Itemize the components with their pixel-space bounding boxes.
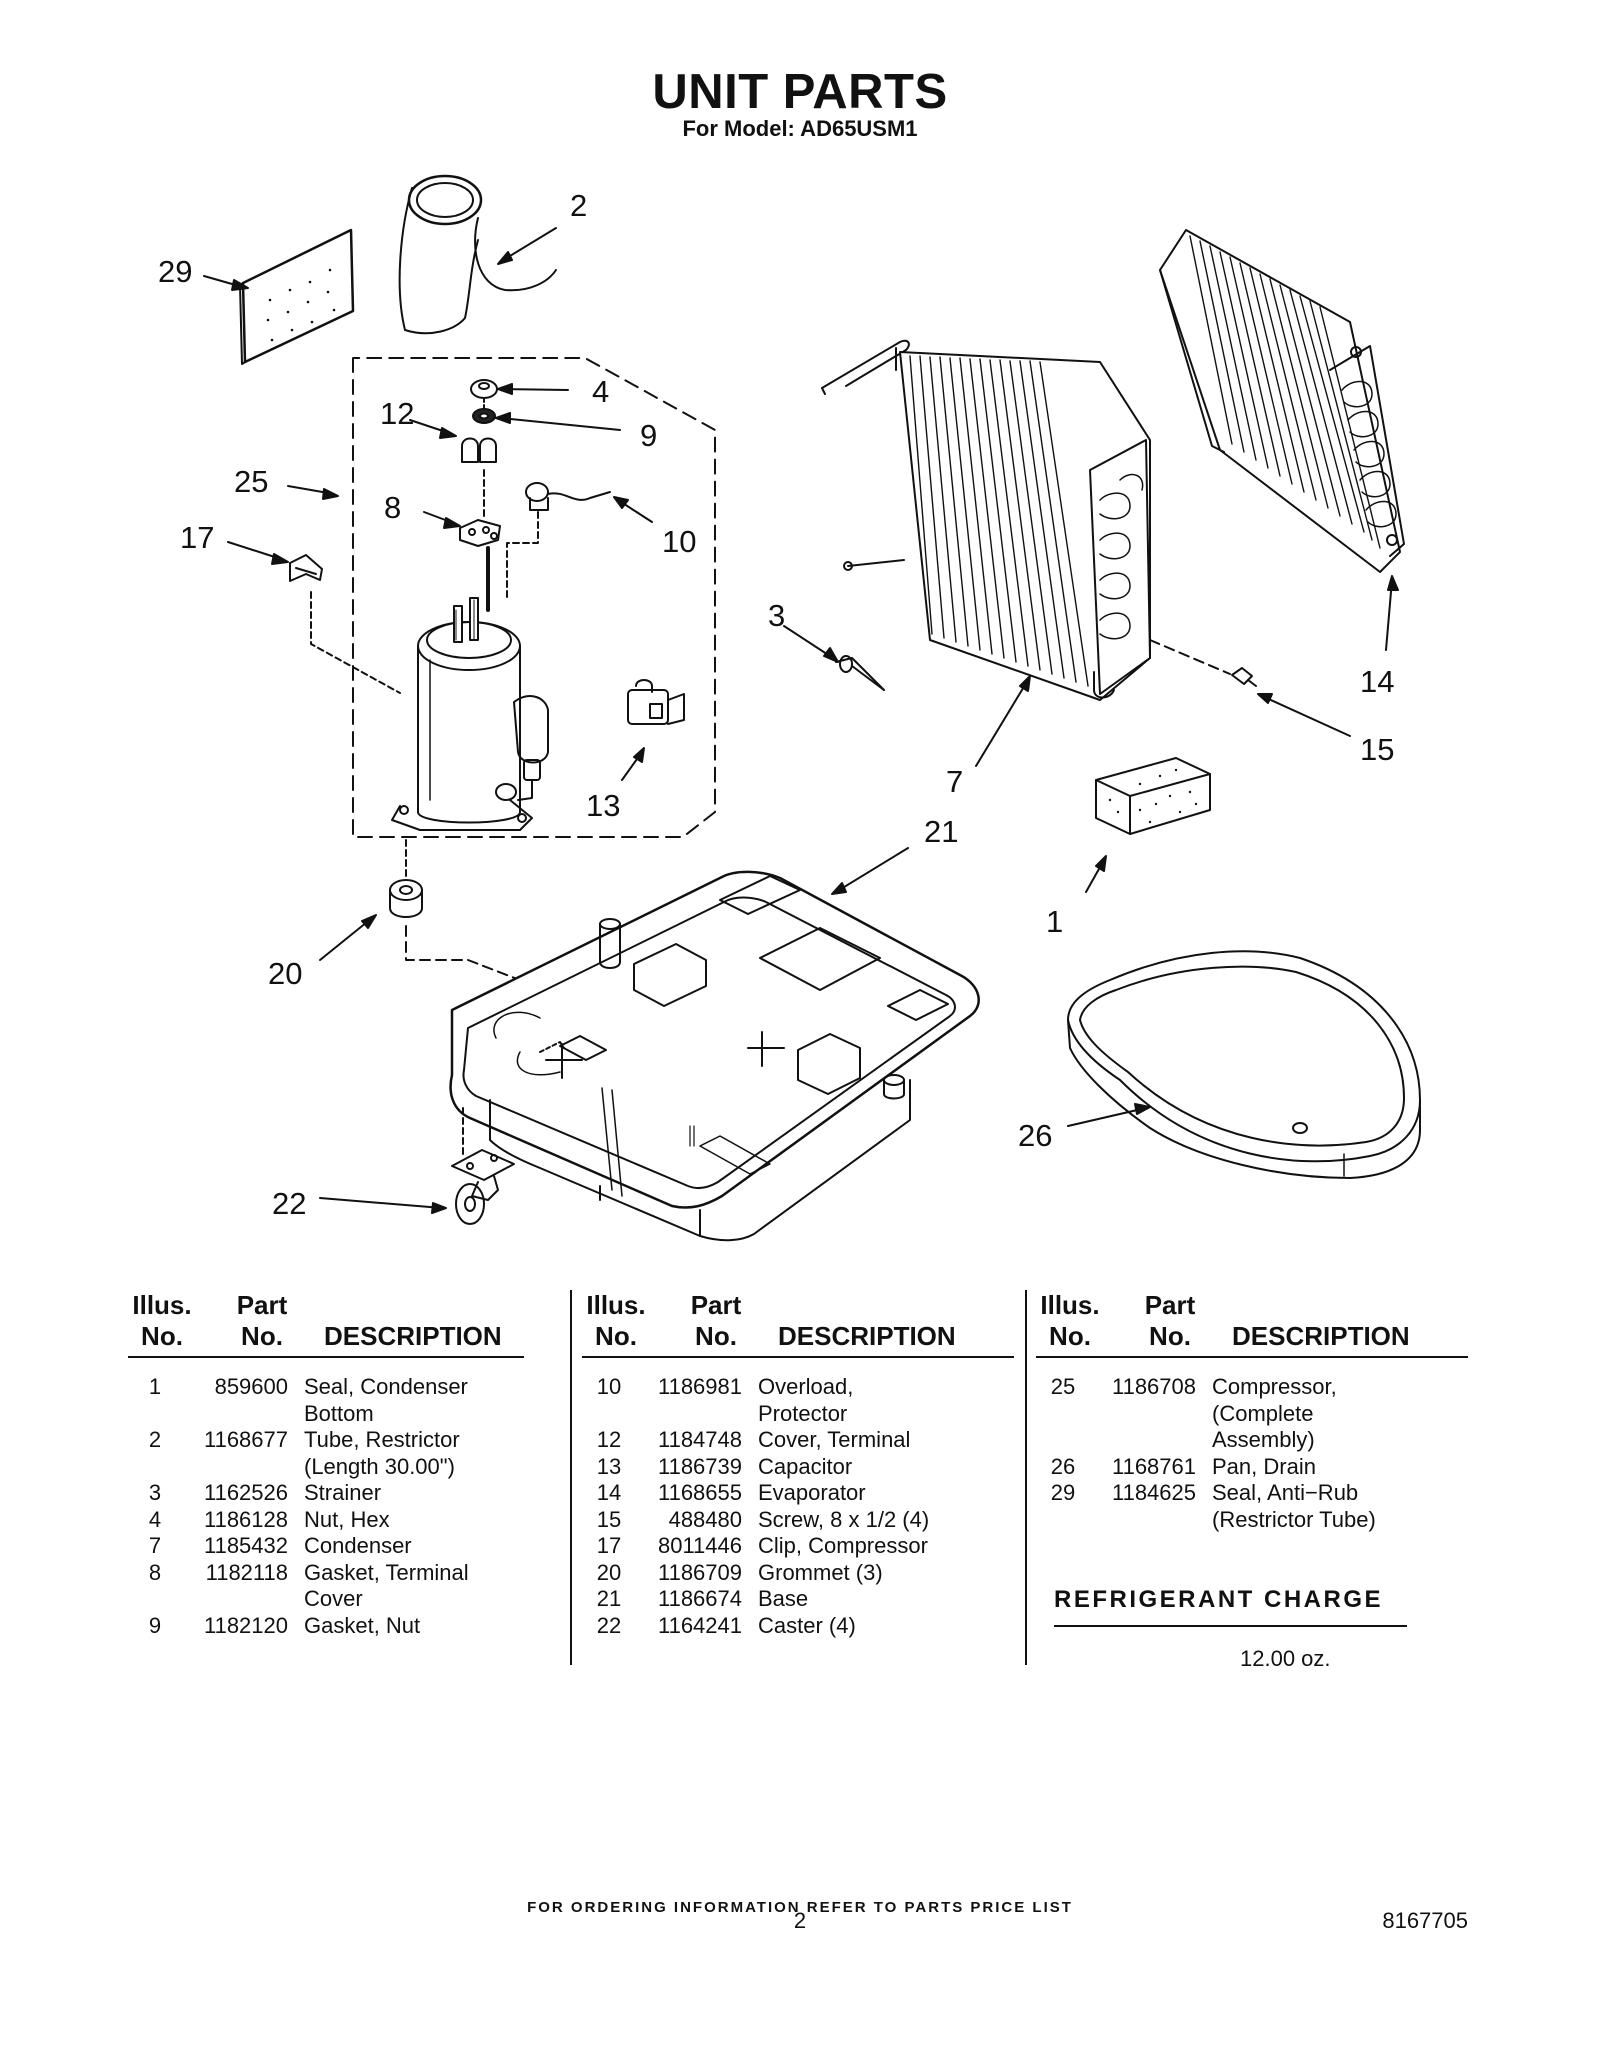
header-illus-no: Illus. No. [132, 1290, 192, 1351]
callout-8: 8 [384, 490, 402, 525]
part-gasket-nut [472, 408, 496, 424]
callout-7: 7 [946, 764, 964, 799]
header-description: DESCRIPTION [324, 1321, 502, 1351]
part-drain-pan [1067, 950, 1421, 1179]
callout-12: 12 [380, 396, 415, 431]
callout-2: 2 [570, 188, 588, 223]
document-number: 8167705 [1382, 1908, 1468, 1933]
part-seal-anti-rub [239, 228, 355, 365]
part-screw [1231, 667, 1257, 687]
page-subtitle: For Model: AD65USM1 [682, 116, 918, 141]
part-base [449, 870, 980, 1242]
callout-13: 13 [586, 788, 621, 823]
callout-29: 29 [158, 254, 193, 289]
column-divider [570, 1290, 572, 1665]
callout-9: 9 [640, 418, 658, 453]
part-condenser [821, 339, 1151, 701]
header-description: DESCRIPTION [1232, 1321, 1410, 1351]
header-illus-no: Illus. No. [586, 1290, 646, 1351]
column-divider [1025, 1290, 1027, 1665]
part-terminal-cover [461, 437, 497, 463]
exploded-parts-diagram [203, 174, 1421, 1242]
ordering-info-note: FOR ORDERING INFORMATION REFER TO PARTS … [527, 1899, 1073, 1916]
part-compressor-clip [289, 554, 323, 582]
header-part-no: Part No. [1144, 1290, 1196, 1351]
header-part-no: Part No. [236, 1290, 288, 1351]
callout-22: 22 [272, 1186, 307, 1221]
part-strainer [835, 655, 885, 691]
part-evaporator [1159, 229, 1405, 573]
header-rule [1036, 1356, 1468, 1358]
page-number: 2 [793, 1908, 807, 1933]
callout-15: 15 [1360, 732, 1395, 767]
header-part-no: Part No. [690, 1290, 742, 1351]
part-hex-nut [470, 379, 498, 399]
header-description: DESCRIPTION [778, 1321, 956, 1351]
part-caster [451, 1149, 515, 1225]
callout-17: 17 [180, 520, 215, 555]
part-capacitor [627, 679, 685, 725]
callout-14: 14 [1360, 664, 1395, 699]
part-restrictor-tube [398, 174, 557, 335]
refrigerant-charge-title: REFRIGERANT CHARGE [1054, 1586, 1384, 1613]
callout-20: 20 [268, 956, 303, 991]
callout-3: 3 [768, 598, 786, 633]
callout-26: 26 [1018, 1118, 1053, 1153]
callout-21: 21 [924, 814, 959, 849]
header-illus-no: Illus. No. [1040, 1290, 1100, 1351]
header-rule [128, 1356, 524, 1358]
callout-1: 1 [1046, 904, 1064, 939]
part-grommet [389, 879, 423, 918]
callout-25: 25 [234, 464, 269, 499]
part-seal-condenser-bottom [1095, 757, 1211, 835]
callout-10: 10 [662, 524, 697, 559]
part-compressor [391, 597, 549, 831]
refrigerant-charge-value: 12.00 oz. [1240, 1646, 1331, 1671]
refrigerant-charge-rule [1054, 1625, 1407, 1627]
callout-leaders [203, 227, 1399, 1214]
part-terminal-gasket [459, 519, 501, 547]
part-overload-protector [525, 482, 611, 511]
page-title: UNIT PARTS [652, 65, 948, 119]
callout-4: 4 [592, 374, 610, 409]
header-rule [582, 1356, 1014, 1358]
